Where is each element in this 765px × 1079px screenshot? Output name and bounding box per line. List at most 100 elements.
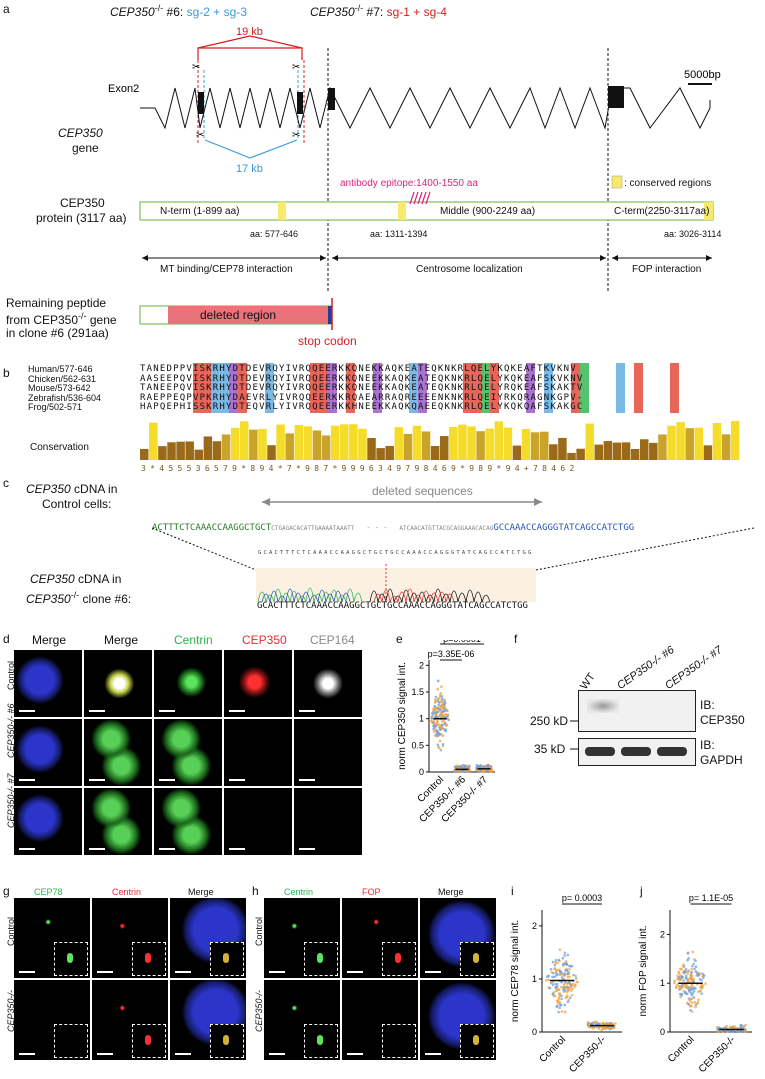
conservation-bar xyxy=(385,445,394,460)
gapdh-band-2 xyxy=(621,747,651,756)
data-point xyxy=(439,728,442,732)
data-point xyxy=(431,711,434,715)
micrograph-r0-c4 xyxy=(294,650,362,717)
inset-box xyxy=(382,1024,416,1058)
micrograph-r1-c2 xyxy=(154,719,222,786)
data-point xyxy=(690,1001,694,1004)
y-tick-label: 1 xyxy=(419,714,424,724)
micrograph-r2-c1 xyxy=(84,788,152,855)
data-point xyxy=(437,703,440,706)
conservation-bar xyxy=(394,427,404,460)
data-point xyxy=(689,1009,692,1012)
data-point xyxy=(561,962,565,966)
y-tick-label: 2 xyxy=(660,929,665,939)
micrograph-r1-c3 xyxy=(224,719,292,786)
clone6-sup: -/- xyxy=(154,3,164,13)
data-point xyxy=(438,725,441,729)
data-point xyxy=(546,975,549,978)
data-point xyxy=(482,765,485,769)
data-point xyxy=(440,695,444,698)
data-point xyxy=(677,970,680,974)
data-point xyxy=(555,974,558,977)
data-point xyxy=(563,1003,567,1007)
data-point xyxy=(673,981,676,985)
conservation-bar xyxy=(249,429,258,460)
data-point xyxy=(594,1022,598,1026)
data-point xyxy=(686,951,690,955)
y-tick-label: 1.5 xyxy=(411,687,424,697)
panel-g-label: g xyxy=(3,884,10,898)
data-point xyxy=(441,742,445,746)
data-point xyxy=(551,992,555,996)
conservation-bar xyxy=(403,433,413,460)
scale-bar xyxy=(159,779,175,781)
data-point xyxy=(563,954,566,957)
data-point xyxy=(443,708,447,711)
data-point xyxy=(559,985,563,989)
seq-1: AASEEPQVISKRHYDTDEVRQYIVRQQEERKKQNEEKKAQ… xyxy=(140,373,584,384)
protein-len: protein (3117 aa) xyxy=(36,211,127,225)
h-col-1: FOP xyxy=(362,887,381,897)
scale-text: 5000bp xyxy=(684,69,721,81)
data-point xyxy=(676,983,679,987)
remaining2-rest: gene xyxy=(86,313,117,327)
micrograph-r1-c0 xyxy=(14,719,82,786)
data-point xyxy=(689,997,693,1001)
ib2b: GAPDH xyxy=(700,753,743,767)
data-point xyxy=(560,994,563,998)
d-col-2: Centrin xyxy=(174,633,213,647)
data-point xyxy=(446,709,449,713)
aa1-text: aa: 577-646 xyxy=(250,229,299,239)
remaining2-main: from CEP350 xyxy=(6,313,79,327)
middle-text: Middle (900-2249 aa) xyxy=(440,206,536,217)
data-point xyxy=(554,958,558,962)
clone6-rest: #6: xyxy=(163,5,187,19)
data-point xyxy=(691,987,694,991)
data-point xyxy=(701,986,704,989)
conservation-bar xyxy=(667,425,676,460)
conservation-bar xyxy=(303,426,313,460)
conservation-bars xyxy=(140,420,740,460)
d-col-1: Merge xyxy=(104,633,139,647)
conservation-bar xyxy=(412,425,422,460)
inset-signal xyxy=(473,1035,479,1045)
conservation-bar xyxy=(267,445,276,460)
scale-bar xyxy=(159,848,175,850)
conservation-bar xyxy=(603,441,613,460)
svg-text:✂: ✂ xyxy=(292,62,300,73)
inset-box xyxy=(210,1024,244,1058)
data-point xyxy=(457,769,461,773)
seq-2: TANEEPQVISKRHYDTDEVRQYIVRQQEERKKQNEEKKAQ… xyxy=(140,383,584,394)
h-col-2: Merge xyxy=(438,887,464,897)
data-point xyxy=(563,981,567,984)
data-point xyxy=(697,998,700,1002)
kb19-text: 19 kb xyxy=(236,26,263,38)
seq-dash: - - - xyxy=(366,524,388,532)
data-point xyxy=(442,714,446,717)
conservation-bar xyxy=(176,441,185,460)
data-point xyxy=(702,974,706,977)
domain3-text: FOP interaction xyxy=(632,264,702,275)
data-point xyxy=(435,721,439,725)
data-point xyxy=(690,1004,693,1008)
inset-box xyxy=(460,1024,494,1058)
panel-a-label: a xyxy=(3,2,10,16)
data-point xyxy=(591,1027,595,1030)
y-axis-label: norm CEP350 signal int. xyxy=(397,662,408,770)
data-point xyxy=(688,977,692,980)
data-point xyxy=(560,997,563,1001)
conservation-bar xyxy=(458,424,467,460)
scale-bar xyxy=(299,710,315,712)
data-point xyxy=(435,732,438,736)
seq-3: RAEPPEQPVPKRHYDAEVRLYIVRQQEERKKRQAEARRAQ… xyxy=(140,392,584,403)
inset-signal xyxy=(145,1035,151,1045)
data-point xyxy=(563,951,567,955)
d-col-4: CEP164 xyxy=(310,633,355,647)
micrograph-r2-c3 xyxy=(224,788,292,855)
data-point xyxy=(545,978,548,982)
y-tick-label: 2 xyxy=(419,660,424,670)
data-point xyxy=(439,748,443,752)
conservation-bar xyxy=(703,445,713,460)
scale-bar xyxy=(229,779,245,781)
